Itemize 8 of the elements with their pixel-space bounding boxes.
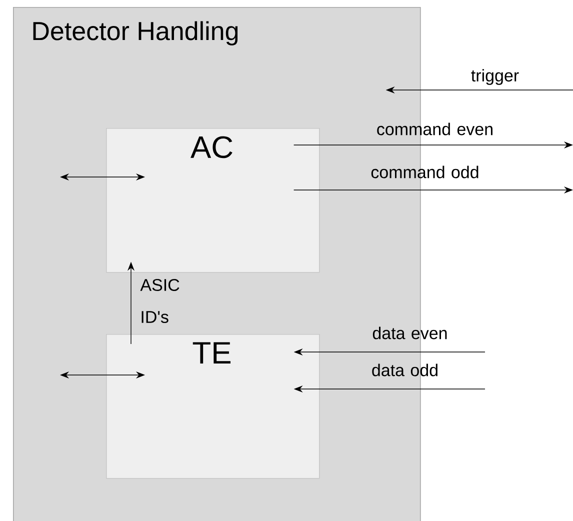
module-box: TE — [106, 334, 320, 479]
module-box: AC — [106, 128, 320, 273]
edge-label: data even — [372, 326, 447, 340]
edge-label: trigger — [471, 69, 519, 85]
edge-label: ASIC ID's — [140, 278, 180, 324]
edge-label: command odd — [371, 166, 478, 178]
edge-label: command even — [377, 122, 492, 136]
edge-label: data odd — [372, 364, 438, 376]
